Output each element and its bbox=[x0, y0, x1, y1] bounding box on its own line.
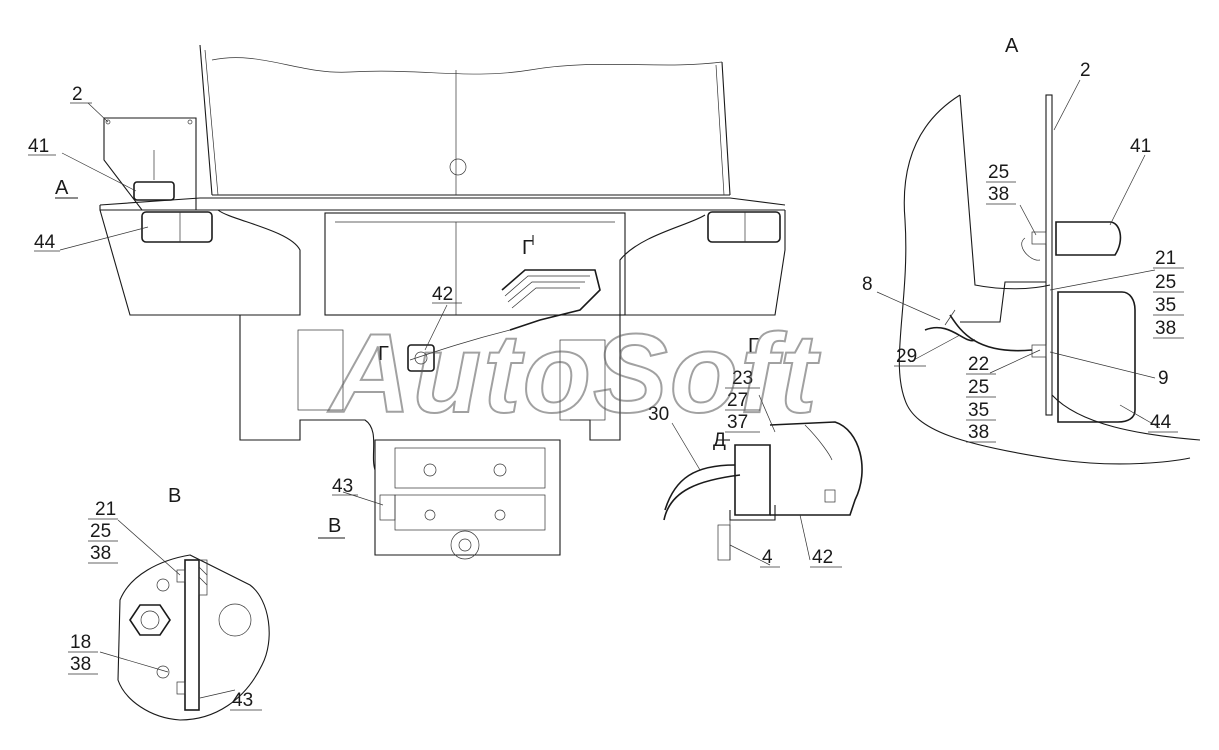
marker-g-main: Г bbox=[522, 237, 533, 259]
callout-29-a: 29 bbox=[896, 346, 917, 367]
callout-18-b: 18 bbox=[70, 632, 91, 653]
callout-22-a: 22 bbox=[968, 354, 989, 375]
callout-30-g: 30 bbox=[648, 404, 669, 425]
callout-4-g: 4 bbox=[762, 547, 773, 568]
callout-41-a: 41 bbox=[1130, 136, 1151, 157]
callout-38-a2: 38 bbox=[1155, 318, 1176, 339]
marker-a-main: А bbox=[55, 177, 69, 199]
callout-21-b: 21 bbox=[95, 499, 116, 520]
callout-41-main: 41 bbox=[28, 136, 49, 157]
callout-43-b: 43 bbox=[232, 690, 253, 711]
callout-25-b: 25 bbox=[90, 521, 111, 542]
callout-38-a3: 38 bbox=[968, 422, 989, 443]
detail-g bbox=[663, 421, 863, 561]
watermark: AutoSoft bbox=[327, 311, 821, 436]
detail-a bbox=[898, 94, 1201, 465]
callout-42-main: 42 bbox=[432, 284, 453, 305]
callout-44-main: 44 bbox=[34, 232, 56, 253]
callout-27-g: 27 bbox=[727, 390, 748, 411]
callout-38-b: 38 bbox=[90, 543, 111, 564]
callout-37-g: 37 bbox=[727, 412, 748, 433]
callout-labels: 2 41 44 42 43 2 41 25 38 21 25 35 38 8 2… bbox=[28, 60, 1176, 711]
main-leaders bbox=[59, 102, 448, 506]
title-detail-a: А bbox=[1005, 35, 1019, 57]
callout-21-a: 21 bbox=[1155, 248, 1176, 269]
view-titles: А В Г Г А В Д Г bbox=[55, 35, 1019, 537]
callout-43-main: 43 bbox=[332, 476, 353, 497]
callout-underlines bbox=[28, 102, 1184, 711]
callout-25-a: 25 bbox=[988, 162, 1009, 183]
title-detail-g: Г bbox=[748, 335, 759, 357]
marker-d-detail: Д bbox=[713, 430, 726, 451]
main-view bbox=[55, 44, 786, 560]
callout-38-a: 38 bbox=[988, 184, 1009, 205]
detail-b bbox=[117, 554, 270, 721]
callout-38-b2: 38 bbox=[70, 654, 91, 675]
callout-44-a: 44 bbox=[1150, 412, 1172, 433]
callout-25-a2: 25 bbox=[1155, 272, 1176, 293]
callout-23-g: 23 bbox=[732, 368, 753, 389]
callout-9-a: 9 bbox=[1158, 368, 1169, 389]
detail-a-leaders bbox=[876, 79, 1161, 429]
marker-g-arrow: Г bbox=[378, 343, 389, 365]
detail-b-leaders bbox=[99, 519, 236, 699]
callout-35-a: 35 bbox=[1155, 295, 1176, 316]
callout-2-main: 2 bbox=[72, 84, 83, 105]
callout-42-g: 42 bbox=[812, 547, 833, 568]
detail-g-leaders bbox=[671, 394, 811, 566]
marker-b-main: В bbox=[328, 515, 341, 537]
callout-8-a: 8 bbox=[862, 274, 873, 295]
title-detail-b: В bbox=[168, 485, 181, 507]
callout-25-a3: 25 bbox=[968, 377, 989, 398]
callout-35-a2: 35 bbox=[968, 400, 989, 421]
callout-2-a: 2 bbox=[1080, 60, 1091, 81]
